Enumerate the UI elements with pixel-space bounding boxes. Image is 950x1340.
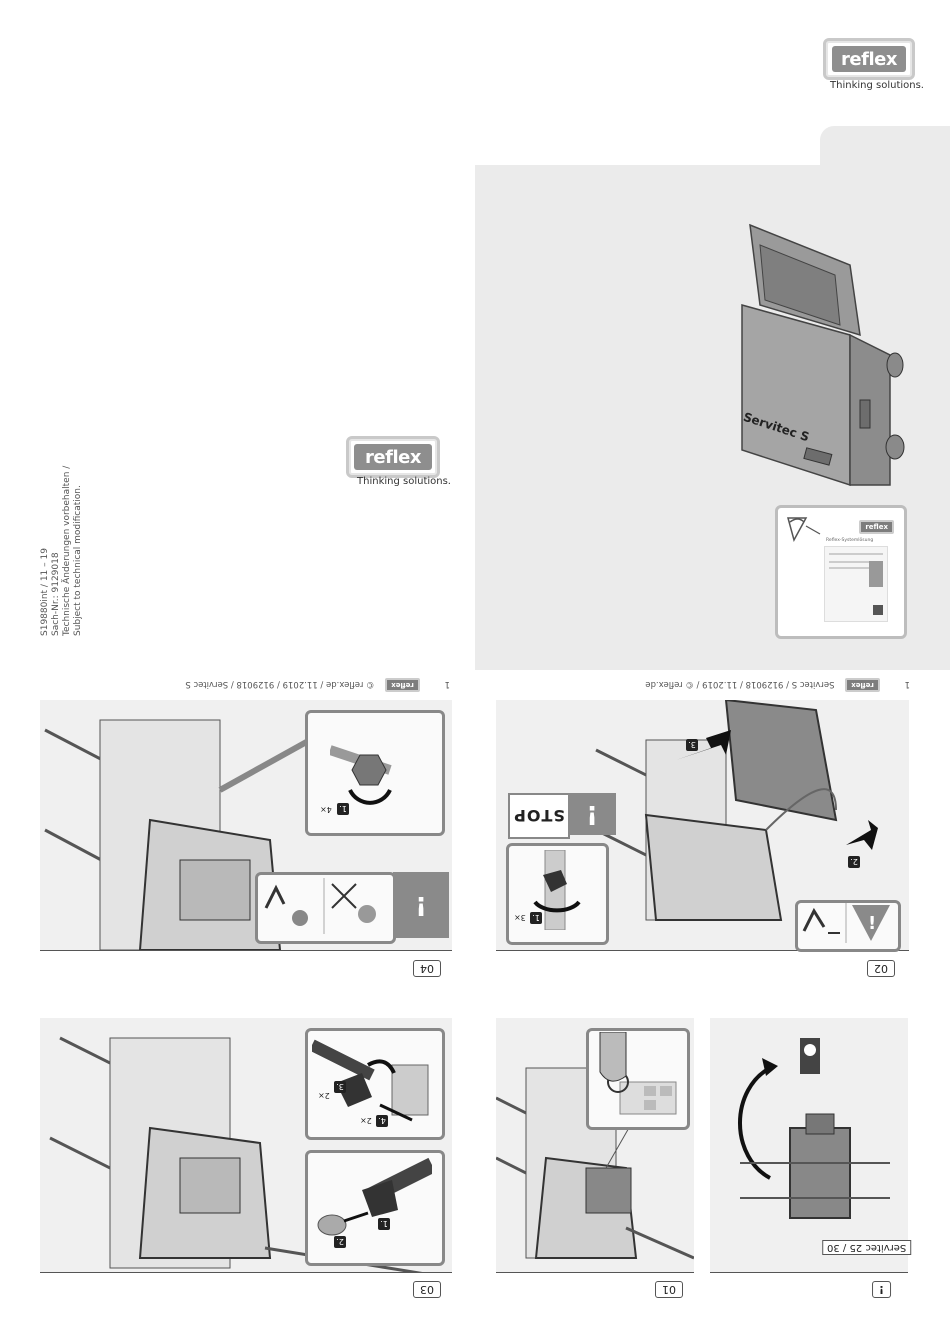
manual-card: reflex Reflex-Systemlösung	[775, 505, 907, 639]
callout-1-03: 1.	[378, 1218, 390, 1230]
valve-rotate-icon	[533, 850, 581, 930]
doc-meta-line: S19880int / 11 – 19	[40, 548, 50, 636]
count-3x: 3×	[514, 913, 526, 922]
callout-3-03: 3.	[334, 1081, 346, 1093]
callout-2: 2.	[848, 856, 860, 868]
footer-right: 1 reflex Servitec S / 9129018 / 11.2019 …	[645, 678, 910, 692]
callout-3: 3.	[686, 739, 698, 751]
count-4x: 4×	[320, 805, 332, 814]
bolt-rotate-icon	[330, 745, 392, 805]
unplug-warning-icon: !	[802, 903, 890, 943]
step-label-01: 01	[655, 1281, 683, 1298]
brand-logo-top: reflex	[823, 38, 915, 80]
callout-4: 4.	[376, 1115, 388, 1127]
brand-tagline-top: Thinking solutions.	[830, 80, 924, 91]
brand-tagline-back: Thinking solutions.	[357, 476, 451, 487]
panel-03-illustration	[49, 1036, 423, 1272]
variant-label: Servitec 25 / 30	[822, 1240, 912, 1255]
panel-02-illustration	[595, 700, 878, 921]
footer-right-page: 1	[904, 679, 910, 690]
doc-meta: S19880int / 11 – 19 Sach-Nr.: 9129018 Te…	[40, 466, 84, 636]
servitec-device-illustration	[741, 223, 905, 487]
pipe-disconnect-icon	[317, 1157, 432, 1236]
footer-right-logo: reflex	[845, 678, 880, 692]
card-title: Reflex-Systemlösung	[826, 538, 874, 543]
count-2x-b: 2×	[360, 1116, 372, 1125]
footer-left-page: 1	[444, 679, 450, 690]
doc-meta-line: Technische Änderungen vorbehalten /	[62, 465, 72, 636]
card-page	[824, 546, 888, 622]
cover-tab	[820, 126, 950, 166]
footer-left-logo: reflex	[385, 678, 420, 692]
panel-warning-illustration	[737, 1038, 890, 1219]
hex-key-icon	[264, 878, 376, 934]
step-label-03: 03	[413, 1281, 441, 1298]
coupling-remove-icon	[312, 1039, 429, 1122]
warning-icon-04: !	[393, 872, 449, 938]
doc-meta-line: Sach-Nr.: 9129018	[51, 552, 61, 636]
brand-logo-back: reflex	[346, 436, 440, 478]
step-label-warning: !	[872, 1281, 892, 1298]
stop-water-icon: STOP	[508, 793, 570, 839]
eye-read-manual-icon	[787, 517, 821, 542]
doc-meta-line: Subject to technical modification.	[73, 485, 83, 636]
press-button-icon	[599, 1032, 677, 1115]
step-label-02: 02	[867, 960, 895, 977]
footer-right-text: Servitec S / 9129018 / 11.2019 / © refle…	[645, 679, 835, 690]
footer-left-text: © reflex.de / 11.2019 / 9129018 / Servit…	[185, 679, 375, 690]
panel-02-inset-unplug	[795, 900, 901, 952]
callout-2-03: 2.	[334, 1236, 346, 1248]
warning-icon-02: !	[568, 793, 616, 835]
callout-1-02: 1.	[530, 912, 542, 924]
step-label-04: 04	[413, 960, 441, 977]
count-2x-a: 2×	[318, 1091, 330, 1100]
brand-logo-text: reflex	[832, 46, 906, 72]
card-mini-logo: reflex	[859, 516, 894, 535]
callout-1: 1.	[337, 803, 349, 815]
brand-logo-back-text: reflex	[354, 444, 432, 470]
svg-text:!: !	[868, 913, 876, 934]
panel-01-illustration	[496, 1067, 694, 1260]
footer-left: 1 reflex © reflex.de / 11.2019 / 9129018…	[40, 678, 450, 692]
panel-04-illustration	[44, 719, 312, 950]
